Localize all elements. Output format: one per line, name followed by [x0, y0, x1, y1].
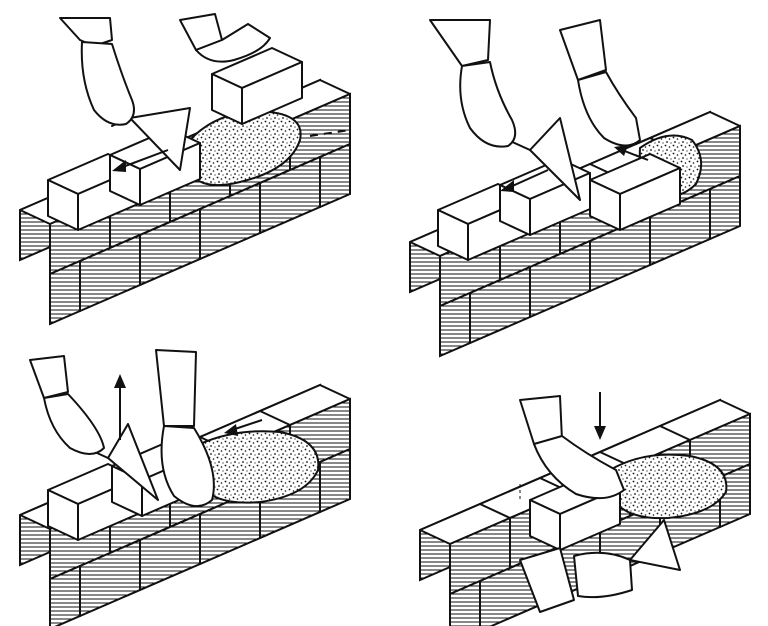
hand: [573, 551, 633, 599]
sleeve: [429, 19, 491, 67]
panel-step-2: [409, 19, 741, 357]
hand: [195, 23, 271, 63]
panel-step-3: [19, 349, 351, 626]
hand: [577, 71, 641, 147]
hand: [459, 61, 517, 148]
dashed-guide: [309, 129, 351, 137]
mortar-bed: [199, 430, 320, 504]
sleeve: [155, 349, 197, 427]
trowel: [529, 117, 581, 201]
direction-arrow: [231, 419, 263, 431]
panel-step-1: [19, 13, 351, 325]
hand: [43, 393, 105, 455]
trowel: [629, 519, 681, 571]
arrow-head: [224, 424, 238, 436]
direction-arrow: [119, 149, 169, 169]
sleeve: [519, 547, 575, 613]
panel-step-4: [419, 392, 751, 626]
trowel: [129, 107, 191, 171]
sleeve: [559, 19, 607, 81]
arrow-head: [114, 374, 126, 388]
sleeve: [29, 355, 69, 399]
trowel: [107, 423, 159, 501]
mortar-bed: [608, 453, 728, 520]
arrow-head: [614, 145, 628, 156]
arrow-head: [112, 160, 126, 172]
direction-arrow: [507, 169, 549, 189]
arrow-head: [594, 426, 606, 440]
arrow-head: [500, 180, 514, 192]
hand: [533, 435, 625, 500]
direction-arrow: [621, 149, 649, 161]
hand: [160, 425, 215, 507]
hand: [80, 41, 135, 126]
